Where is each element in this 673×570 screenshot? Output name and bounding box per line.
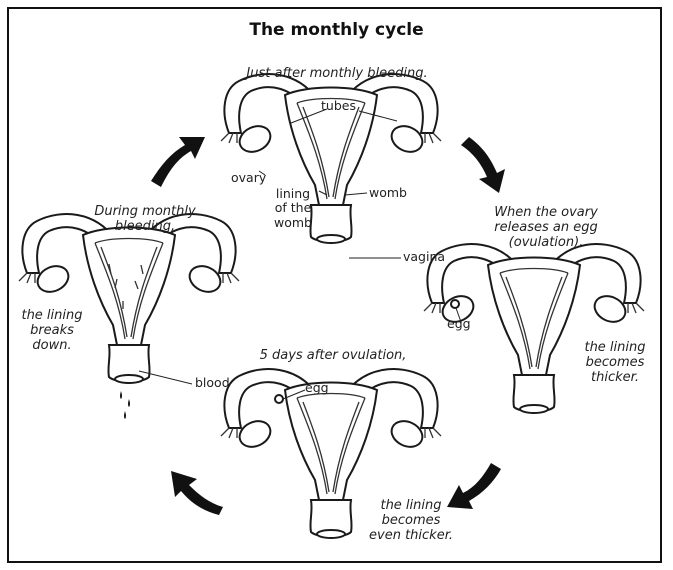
- blood-drops: [120, 391, 130, 419]
- arrow-bottom-left: [171, 471, 223, 515]
- egg-right: [451, 300, 459, 308]
- label-vagina: vagina: [403, 250, 445, 264]
- label-egg-right: egg: [447, 317, 471, 331]
- caption-bottom: 5 days after ovulation,: [243, 349, 423, 364]
- arrow-top-right: [461, 137, 505, 193]
- diagram-frame: The monthly cycle: [7, 7, 662, 563]
- caption-left: During monthly bleeding,: [75, 205, 215, 235]
- note-right: the lining becomes thicker.: [575, 341, 655, 386]
- caption-right: When the ovary releases an egg (ovulatio…: [471, 206, 621, 251]
- note-bottom: the lining becomes even thicker.: [361, 499, 461, 544]
- label-tubes: tubes: [321, 99, 356, 113]
- label-ovary: ovary: [231, 171, 266, 185]
- egg-bottom: [275, 395, 283, 403]
- label-lining: lining of the womb: [267, 187, 319, 230]
- cycle-diagram: [9, 9, 664, 565]
- label-blood: blood: [195, 376, 230, 390]
- arrow-top-left: [151, 137, 205, 187]
- caption-top: Just after monthly bleeding.: [237, 67, 437, 82]
- uterus-stage-left: [19, 214, 239, 383]
- note-left: the lining breaks down.: [17, 309, 87, 354]
- label-egg-bottom: egg: [305, 381, 329, 395]
- label-womb: womb: [369, 186, 407, 200]
